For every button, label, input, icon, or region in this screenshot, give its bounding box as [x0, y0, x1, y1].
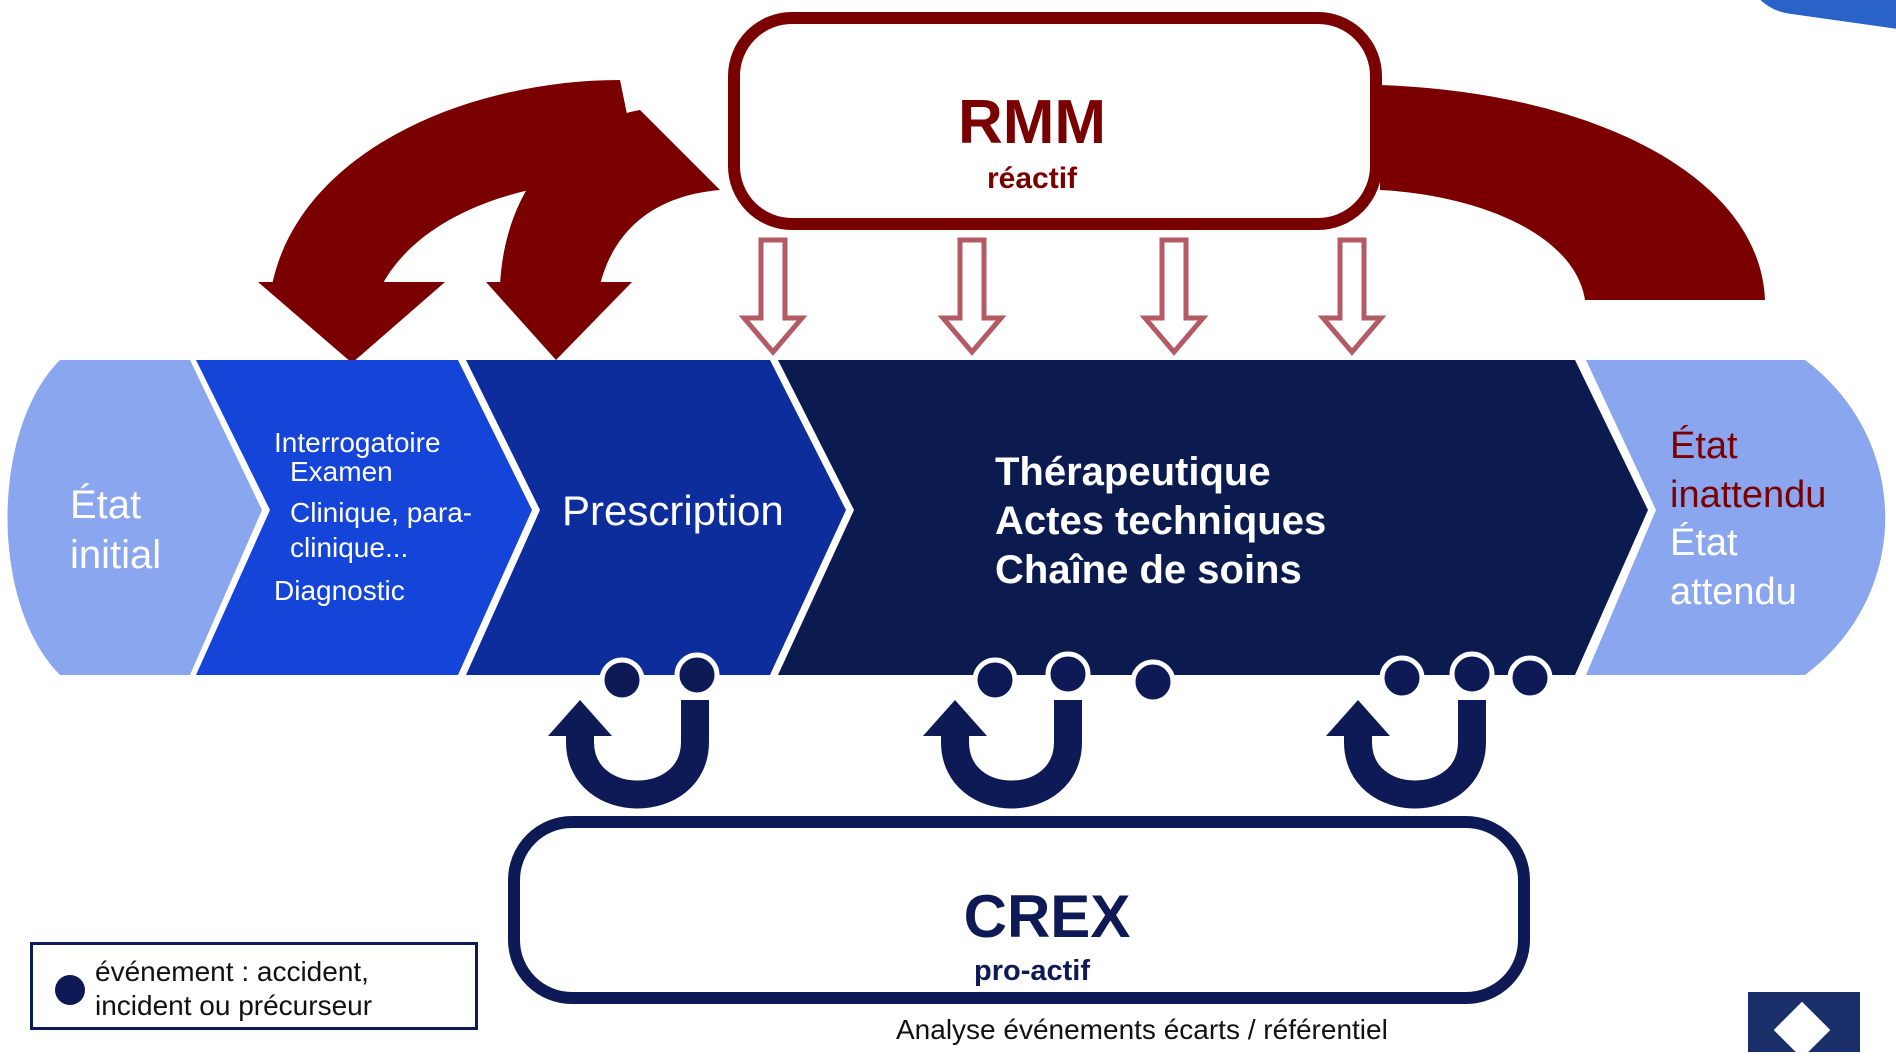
logo-mark-icon	[1773, 1001, 1831, 1058]
rmm-arrowhead-prescription	[486, 282, 632, 360]
crex-uturn-arrow	[1344, 700, 1486, 809]
corner-logo	[1748, 992, 1860, 1058]
rmm-subtitle: réactif	[987, 162, 1078, 195]
stage-outcome-expected: État attendu	[1670, 521, 1797, 613]
event-dots	[599, 651, 1553, 705]
rmm-down-arrows	[738, 237, 1387, 356]
crex-arrowhead	[548, 700, 612, 736]
event-dot	[972, 657, 1018, 703]
stage-diagnostic-label: Interrogatoire Examen Clinique, para- cl…	[274, 427, 480, 606]
stage-prescription-label: Prescription	[562, 487, 784, 534]
crex-arrowhead	[923, 700, 987, 736]
stage-diagnostic-line: Interrogatoire	[274, 427, 441, 458]
event-dot	[599, 657, 645, 703]
rmm-title: RMM	[958, 88, 1106, 157]
stage-diagnostic-line: Examen	[290, 456, 393, 487]
stage-therapeutique-line: Thérapeutique	[995, 450, 1271, 494]
crex-uturn-arrow	[566, 700, 709, 809]
rmm-down-arrow	[1139, 237, 1209, 356]
crex-arrowhead	[1326, 700, 1390, 736]
stage-diagnostic-line: Clinique, para-	[290, 497, 472, 528]
crex-title: CREX	[964, 883, 1131, 950]
legend-box: événement : accident, incident ou précur…	[30, 942, 478, 1030]
stage-outcome-unexpected: État inattendu	[1670, 424, 1826, 516]
stage-initial-label: État initial	[70, 482, 161, 577]
event-dot	[1130, 659, 1176, 705]
rmm-down-arrow	[937, 237, 1007, 356]
rmm-down-arrow	[1317, 237, 1387, 356]
stage-therapeutique-shape	[778, 360, 1648, 675]
outcome-expected-line1: État	[1670, 521, 1738, 564]
event-dot	[674, 652, 720, 698]
crex-uturn-arrow	[941, 700, 1082, 809]
outcome-expected-line2: attendu	[1670, 571, 1797, 613]
rmm-box	[728, 12, 1382, 230]
outcome-unexpected-line1: État	[1670, 424, 1738, 467]
rmm-feedback-arc-to-prescription	[500, 110, 720, 285]
legend-line2: incident ou précurseur	[95, 990, 373, 1021]
rmm-down-arrow	[738, 237, 808, 356]
legend-text: événement : accident, incident ou précur…	[95, 955, 372, 1023]
stage-therapeutique-line: Actes techniques	[995, 499, 1326, 543]
legend-line1: événement : accident,	[95, 956, 369, 987]
rmm-arrowhead-diagnostic	[258, 282, 445, 363]
stage-initial-line2: initial	[70, 533, 161, 577]
stage-diagnostic-shape	[196, 360, 532, 675]
rmm-feedback-arc-to-diagnostic	[272, 80, 640, 285]
legend-event-dot	[55, 975, 85, 1005]
crex-subtitle: pro-actif	[974, 955, 1090, 987]
event-dot	[1507, 655, 1553, 701]
stage-initial-line1: État	[70, 482, 141, 527]
event-dot	[1379, 655, 1425, 701]
stage-initial-shape	[7, 360, 262, 675]
rmm-feedback-arc-from-outcome	[1380, 85, 1765, 300]
event-dot	[1045, 651, 1091, 697]
stage-therapeutique-label: Thérapeutique Actes techniques Chaîne de…	[995, 450, 1337, 592]
outcome-unexpected-line2: inattendu	[1670, 474, 1826, 516]
stage-diagnostic-line: Diagnostic	[274, 575, 405, 606]
crex-box	[508, 816, 1530, 1004]
footer-caption: Analyse événements écarts / référentiel	[896, 1014, 1388, 1045]
crex-uturn-arrows	[566, 700, 1486, 809]
stage-therapeutique-line: Chaîne de soins	[995, 548, 1302, 592]
stage-outcome-shape	[1586, 360, 1886, 675]
crex-uturn-arrowheads	[548, 700, 1390, 736]
stage-prescription-shape	[466, 360, 846, 675]
stage-diagnostic-line: clinique...	[290, 532, 408, 563]
event-dot	[1449, 651, 1495, 697]
